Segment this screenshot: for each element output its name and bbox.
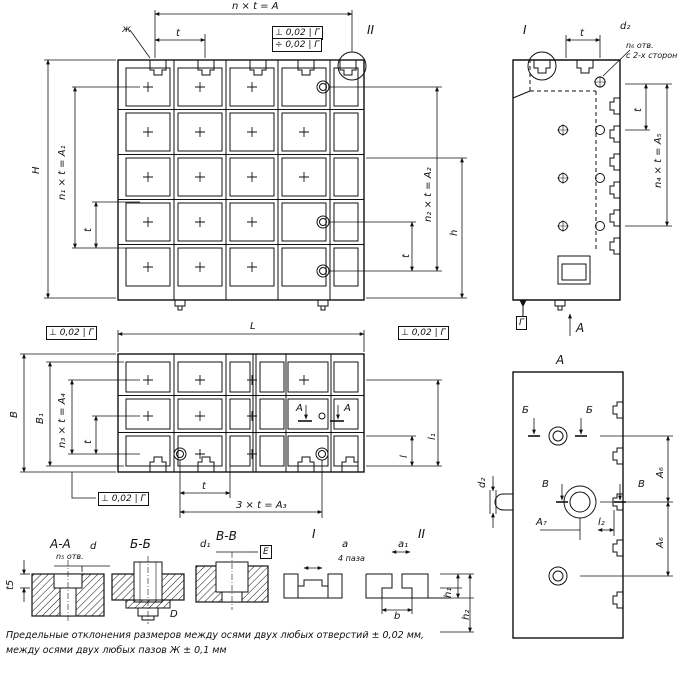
tol-par-top: ÷ 0,02 | Г	[272, 38, 323, 52]
A7-label: A₇	[536, 517, 547, 528]
b-label: b	[394, 611, 401, 622]
t-front-label: t	[83, 440, 94, 444]
V-rus-left: В	[542, 479, 549, 490]
l1-label: l₁	[427, 433, 438, 440]
datum-G: Г	[516, 316, 528, 330]
B1-label: B₁	[35, 413, 46, 424]
tol-perp-top: ⊥ 0,02 | Г	[272, 26, 323, 40]
pitch-t-label: t	[176, 28, 180, 39]
n1-label: n₁ × t = A₁	[57, 145, 68, 200]
A6-top-label: A₆	[655, 467, 666, 478]
tol-left-front: ⊥ 0,02 | Г	[46, 326, 97, 340]
H-label: H	[31, 166, 42, 174]
view-a	[489, 371, 673, 639]
side-t-slots	[609, 97, 620, 255]
L-label: L	[250, 321, 256, 332]
detail-I	[283, 566, 343, 599]
n3-label: n₃ × t = A₄	[57, 393, 68, 448]
n5-label: n₅ отв.	[56, 552, 84, 561]
side-holes	[557, 76, 606, 232]
detail-II-title: II	[418, 527, 426, 541]
threaded-holes	[316, 80, 330, 278]
slot-zh-label: ж	[122, 24, 132, 35]
tol-bottom-front: ⊥ 0,02 | Г	[98, 492, 149, 506]
front-view	[20, 330, 442, 518]
bottom-stud	[317, 300, 329, 311]
t-bottom-label: t	[202, 481, 206, 492]
a1-label: a₁	[398, 539, 409, 550]
n4-label: n₄ × t = A₅	[653, 133, 664, 188]
h2-label: h₂	[461, 609, 472, 620]
datum-E: Е	[260, 545, 272, 559]
section-aa	[20, 560, 110, 622]
top-dimension-label: n × t = A	[232, 1, 279, 12]
V-rus-right: В	[638, 479, 645, 490]
note-line-2: между осями двух любых пазов Ж ± 0,1 мм	[6, 645, 227, 656]
note-line-1: Предельные отклонения размеров между ося…	[6, 630, 425, 641]
detail-I-marker: I	[523, 23, 527, 37]
section-aa-title: А-А	[50, 537, 71, 551]
section-A-left: A	[296, 403, 303, 414]
t-slots-top	[149, 60, 357, 76]
d-label: d	[90, 541, 97, 552]
section-bb-title: Б-Б	[130, 537, 151, 551]
D-label: D	[170, 609, 178, 620]
a-label: a	[342, 539, 349, 550]
detail-II	[365, 550, 474, 633]
plan-dimensions	[44, 10, 467, 299]
B-rus-right: Б	[586, 405, 593, 416]
slots4-label: 4 паза	[338, 554, 365, 563]
h-label: h	[449, 229, 460, 236]
t-side-label: t	[580, 28, 584, 39]
side-dimensions	[565, 35, 672, 336]
view-A-title: А	[556, 353, 565, 367]
hole-centers	[143, 82, 309, 272]
d2-viewA-label: d₂	[477, 477, 488, 488]
d2-label: d₂	[620, 21, 631, 32]
A6-bottom-label: A₆	[655, 537, 666, 548]
t-left-label: t	[83, 228, 94, 232]
t5-label: t5	[5, 579, 16, 590]
two-sides-label: с 2-х сторон	[626, 51, 678, 60]
d1-label: d₁	[200, 539, 211, 550]
n6-label: n₆ отв.	[626, 41, 654, 50]
B-rus-left: Б	[522, 405, 529, 416]
n2-label: n₂ × t = A₂	[423, 167, 434, 222]
t-side-vert-label: t	[633, 108, 644, 112]
plan-view	[44, 10, 467, 311]
bottom-stud	[174, 300, 186, 311]
side-view	[512, 35, 672, 336]
l-label: l	[399, 455, 410, 458]
l2-label: l₂	[598, 517, 605, 528]
B-label: B	[9, 411, 20, 418]
section-vv-title: В-В	[216, 529, 237, 543]
section-vv	[195, 551, 269, 610]
tol-right-front: ⊥ 0,02 | Г	[398, 326, 449, 340]
view-A-arrow-label: A	[576, 321, 585, 335]
front-dimensions	[20, 330, 442, 518]
plan-grid	[118, 60, 364, 300]
h1-label: h₁	[443, 587, 454, 598]
section-A-right: A	[344, 403, 351, 414]
A3-label: 3 × t = A₃	[236, 500, 287, 511]
detail-II-circle	[337, 51, 367, 81]
detail-II-marker: II	[367, 23, 375, 37]
view-a-slots	[612, 401, 623, 609]
t-right-label: t	[401, 254, 412, 258]
detail-I-title: I	[312, 527, 316, 541]
front-grid	[118, 354, 364, 472]
section-bb	[111, 556, 185, 624]
front-t-slots	[149, 456, 359, 472]
